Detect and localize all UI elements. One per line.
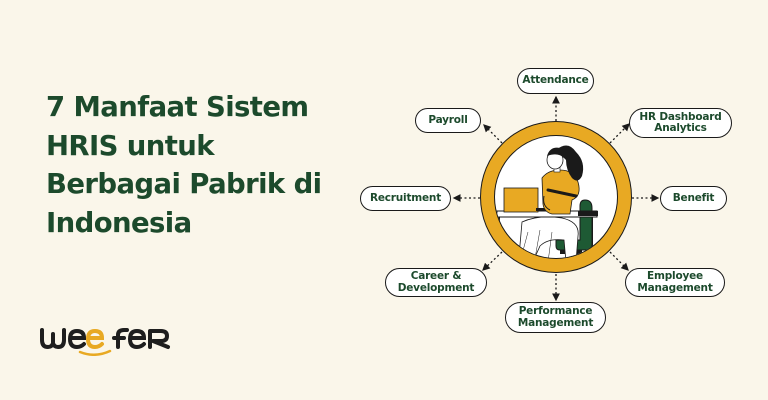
node-recruitment: Recruitment: [360, 186, 451, 211]
node-label: Performance: [518, 305, 593, 317]
node-label: Benefit: [672, 191, 715, 204]
node-hr-dashboard-analytics: HR Dashboard Analytics: [629, 108, 732, 138]
node-payroll: Payroll: [415, 108, 481, 133]
node-label: Management: [517, 316, 594, 329]
node-career-development: Career & Development: [385, 268, 487, 297]
node-label: Development: [397, 281, 475, 294]
node-label: Management: [637, 281, 713, 294]
node-employee-management: Employee Management: [625, 268, 725, 297]
weefer-logo: [40, 326, 174, 356]
node-label: Employee: [647, 270, 703, 282]
title-line: Indonesia: [46, 206, 192, 239]
node-attendance: Attendance: [517, 68, 594, 94]
node-label: Career &: [410, 270, 462, 282]
node-performance-management: Performance Management: [505, 302, 606, 333]
woman-working-illustration: [496, 145, 598, 258]
node-label: HR Dashboard: [639, 110, 722, 123]
node-benefit: Benefit: [660, 186, 727, 211]
connector-lines: [452, 95, 660, 302]
page-title: 7 Manfaat Sistem HRIS untuk Berbagai Pab…: [46, 88, 346, 242]
title-line: HRIS untuk: [46, 129, 215, 162]
weefer-logo-icon: [40, 328, 170, 356]
title-line: Berbagai Pabrik di: [46, 168, 322, 200]
node-label: Analytics: [654, 122, 707, 134]
node-label: Payroll: [428, 113, 468, 126]
node-label: Recruitment: [369, 191, 442, 204]
title-line: 7 Manfaat Sistem: [46, 91, 309, 123]
node-label: Attendance: [522, 74, 589, 87]
